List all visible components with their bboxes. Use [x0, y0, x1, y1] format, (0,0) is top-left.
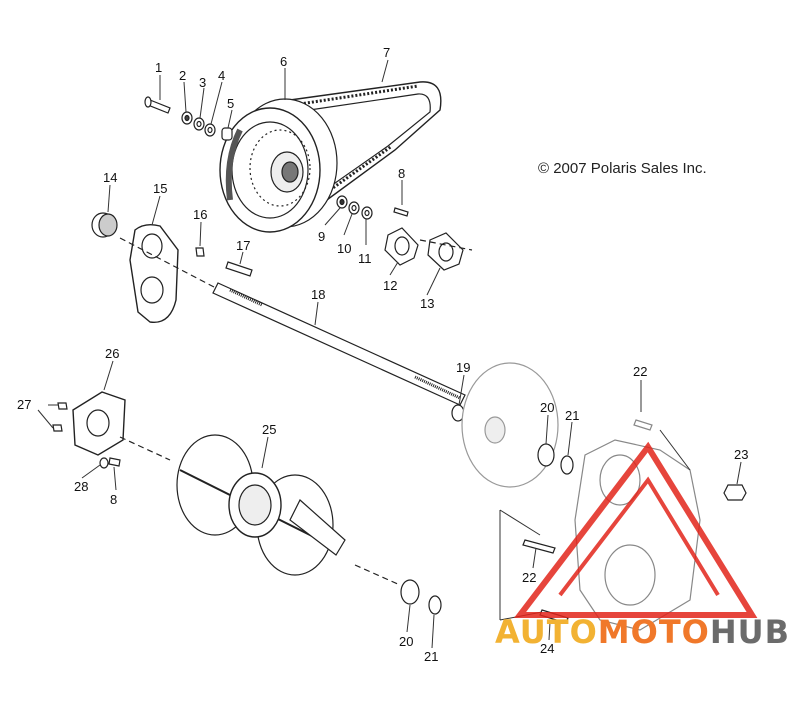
callout-20-upper: 20 — [540, 400, 554, 415]
callout-3: 3 — [199, 75, 206, 90]
callout-4: 4 — [218, 68, 225, 83]
callout-8-upper: 8 — [398, 166, 405, 181]
leader-lines — [37, 59, 742, 649]
callout-24: 24 — [540, 641, 554, 656]
callout-17: 17 — [236, 238, 250, 253]
bearing-and-plate — [91, 212, 205, 324]
callout-21-upper: 21 — [565, 408, 579, 423]
driven-clutch — [219, 98, 338, 233]
callout-15: 15 — [153, 181, 167, 196]
logo-hub: HUB — [709, 613, 790, 651]
callout-6: 6 — [280, 54, 287, 69]
callout-10: 10 — [337, 241, 351, 256]
callout-22-lower: 22 — [522, 570, 536, 585]
bearing-flanges — [384, 227, 473, 271]
watermark-logo: AUTOMOTOHUB — [495, 613, 790, 651]
key — [225, 261, 253, 277]
copyright-text: © 2007 Polaris Sales Inc. — [538, 160, 707, 177]
callout-18: 18 — [311, 287, 325, 302]
watermark-triangle — [513, 441, 758, 618]
track-drive-sprockets — [119, 434, 401, 586]
callout-9: 9 — [318, 229, 325, 244]
callout-26: 26 — [105, 346, 119, 361]
chaincase — [574, 419, 701, 631]
brake-disc — [461, 362, 559, 488]
logo-moto: MOTO — [597, 613, 710, 651]
callout-8-lower: 8 — [110, 492, 117, 507]
callout-25: 25 — [262, 422, 276, 437]
mount-hardware — [336, 195, 409, 220]
callout-2: 2 — [179, 68, 186, 83]
callout-21-lower: 21 — [424, 649, 438, 664]
drive-belt — [289, 81, 442, 206]
callout-12: 12 — [383, 278, 397, 293]
callout-labels: 1 2 3 4 5 6 7 8 9 10 11 12 13 14 15 16 1… — [17, 45, 748, 664]
hardware-stack — [144, 96, 233, 141]
callout-20-lower: 20 — [399, 634, 413, 649]
o-ring-lower — [428, 595, 442, 615]
callout-23: 23 — [734, 447, 748, 462]
callout-11: 11 — [358, 251, 372, 266]
bearing-upper — [537, 443, 555, 467]
bearing-lower — [400, 579, 420, 605]
bearing-cover — [52, 391, 126, 469]
bolt-lower — [522, 539, 556, 554]
callout-22-upper: 22 — [633, 364, 647, 379]
callout-5: 5 — [227, 96, 234, 111]
callout-13: 13 — [420, 296, 434, 311]
callout-1: 1 — [155, 60, 162, 75]
logo-auto: AUTO — [494, 613, 598, 651]
callout-14: 14 — [103, 170, 117, 185]
callout-19: 19 — [456, 360, 470, 375]
lock-nut — [723, 484, 747, 501]
o-ring-upper — [560, 455, 574, 475]
callout-7: 7 — [383, 45, 390, 60]
callout-28: 28 — [74, 479, 88, 494]
callout-16: 16 — [193, 207, 207, 222]
callout-27: 27 — [17, 397, 31, 412]
